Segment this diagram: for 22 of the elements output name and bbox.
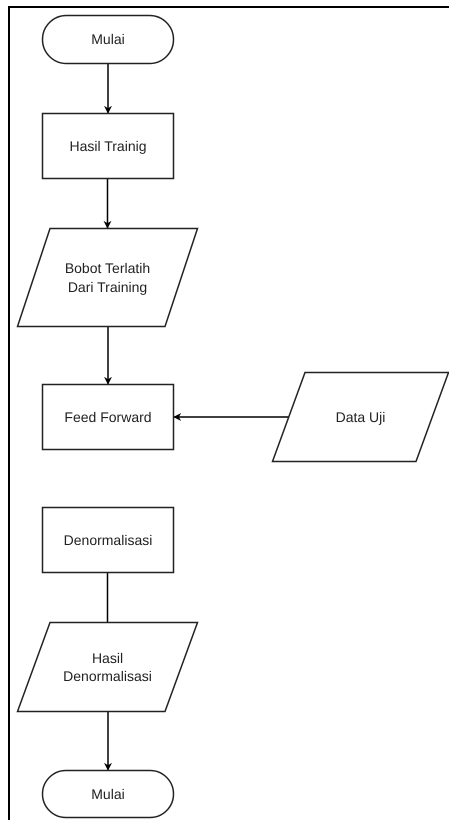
- arrow: [173, 413, 290, 421]
- node-label: Hasil Denormalisasi: [62, 648, 153, 686]
- process-box: [42, 113, 174, 179]
- arrow: [104, 327, 112, 385]
- arrow: [104, 712, 112, 771]
- terminal-shape: [42, 15, 174, 64]
- node-label: Feed Forward: [64, 408, 152, 426]
- node-label: Hasil Trainig: [69, 136, 147, 156]
- arrow: [104, 64, 112, 114]
- process-box: [42, 384, 174, 450]
- node-label: Denormalisasi: [64, 530, 152, 550]
- node-label: Mulai: [91, 30, 125, 49]
- data-parallelogram: [17, 622, 198, 712]
- data-parallelogram: [272, 372, 449, 462]
- process-box: [42, 507, 174, 573]
- terminal-shape: [42, 770, 174, 818]
- node-label: Mulai: [91, 784, 125, 804]
- node-label: Bobot Terlatih Dari Training: [64, 259, 152, 296]
- arrow: [104, 179, 112, 229]
- connector-line: [106, 573, 108, 622]
- data-parallelogram: [17, 228, 198, 327]
- node-label: Data Uji: [336, 408, 386, 426]
